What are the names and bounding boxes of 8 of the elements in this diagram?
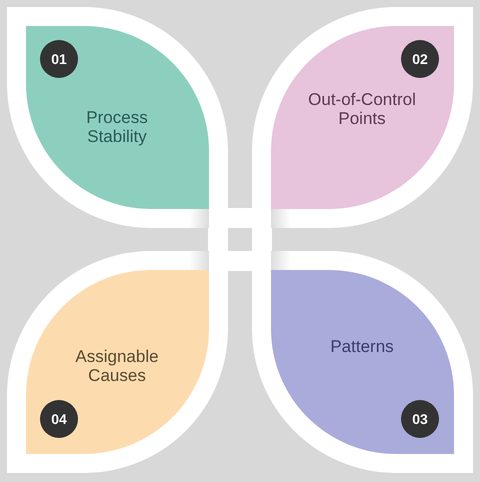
leaf-title: Patterns (330, 337, 394, 356)
leaf-title: Process Stability (85, 108, 149, 146)
leaf-panel (7, 7, 228, 228)
leaf-title: Assignable Causes (74, 347, 160, 385)
leaf-panel (252, 7, 473, 228)
leaf-title: Out-of-Control Points (307, 90, 417, 128)
leaf-panel (252, 251, 473, 473)
leaf-panel (7, 251, 228, 473)
